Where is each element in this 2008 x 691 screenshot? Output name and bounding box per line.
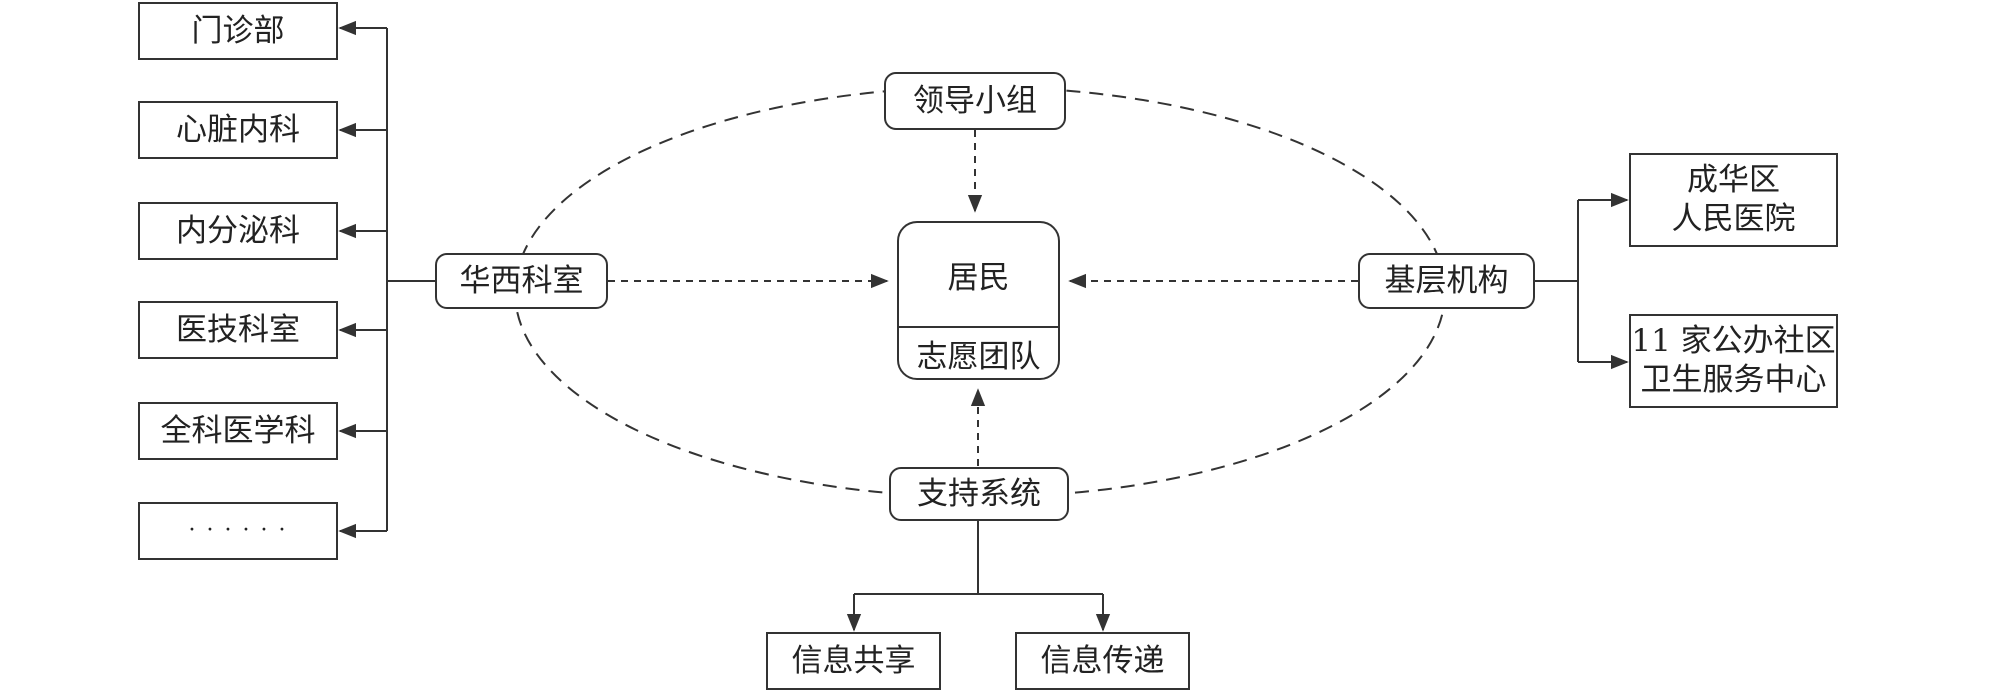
- dashed-arrows: [608, 130, 1358, 466]
- left-bracket: [338, 20, 435, 539]
- center-divider: [899, 326, 1058, 328]
- node-huaxi-departments: 华西科室: [435, 253, 608, 309]
- dept-box-endocrinology: 内分泌科: [138, 202, 338, 260]
- bottom-branch: [846, 521, 1111, 632]
- dept-box-medical-tech: 医技科室: [138, 301, 338, 359]
- dept-box-cardiology: 心脏内科: [138, 101, 338, 159]
- center-label-volunteer-team: 志愿团队: [916, 338, 1041, 375]
- inst-box-chenghua-hospital: 成华区 人民医院: [1629, 153, 1838, 247]
- right-bracket: [1535, 192, 1629, 370]
- inst-box-community-centers: 11 家公办社区 卫生服务中心: [1629, 314, 1838, 408]
- dept-box-outpatient: 门诊部: [138, 2, 338, 60]
- node-grassroots-institutions: 基层机构: [1358, 253, 1535, 309]
- node-support-system: 支持系统: [889, 467, 1069, 521]
- dept-box-ellipsis: · · · · · ·: [138, 502, 338, 560]
- info-box-transfer: 信息传递: [1015, 632, 1190, 690]
- dept-box-general-practice: 全科医学科: [138, 402, 338, 460]
- center-label-residents: 居民: [947, 260, 1010, 296]
- node-leadership-group: 领导小组: [884, 72, 1066, 130]
- info-box-sharing: 信息共享: [766, 632, 941, 690]
- center-node-residents: 居民 志愿团队: [897, 221, 1060, 380]
